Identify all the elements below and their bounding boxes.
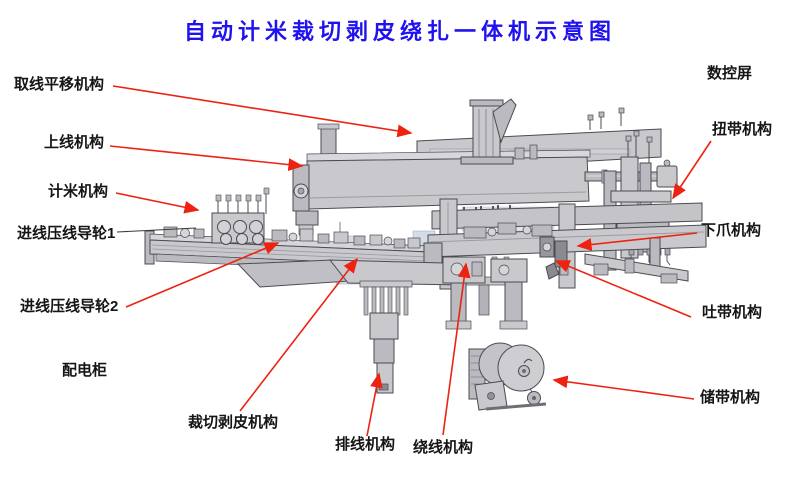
callout-arrow-quxianpingyi: [112, 85, 413, 138]
callout-arrow-shangxian: [109, 145, 304, 171]
callout-arrow-jimi: [115, 192, 200, 214]
machine-right-base: [584, 237, 689, 284]
label-jinxian-daolun-1: 进线压线导轮1: [17, 225, 116, 242]
label-paixian-jigou: 排线机构: [335, 436, 396, 453]
label-caiqie-baopi-jigou: 裁切剥皮机构: [188, 414, 279, 431]
machine-lower-claw: [539, 236, 569, 280]
machine-band-spool: [468, 342, 547, 411]
callout-arrow-chudai: [552, 375, 695, 400]
machine-winding-blocks: [442, 256, 528, 330]
label-xiazhua-jigou: 下爪机构: [701, 222, 762, 239]
label-raoxian-jigou: 绕线机构: [413, 439, 474, 456]
diagram-title: 自动计米裁切剥皮绕扎一体机示意图: [183, 19, 616, 44]
callout-arrow-raoxian: [442, 262, 471, 436]
callout-arrow-xiazhua: [576, 232, 698, 251]
label-chudai-jigou: 储带机构: [700, 389, 761, 406]
label-jimi-jigou: 计米机构: [48, 183, 109, 200]
label-jinxian-daolun-2: 进线压线导轮2: [20, 298, 119, 315]
callout-arrow-tudai: [554, 260, 692, 318]
label-niudai-jigou: 扭带机构: [712, 121, 773, 138]
callout-arrow-caiqiebaopi: [239, 257, 358, 412]
label-peidiangui: 配电柜: [62, 362, 108, 379]
pointer-line-jinxian1: [116, 227, 197, 233]
label-tudai-jigou: 吐带机构: [702, 304, 763, 321]
machine-main-beam: [292, 144, 591, 236]
label-shangxian-jigou: 上线机构: [44, 134, 105, 151]
label-shukongping: 数控屏: [707, 65, 753, 82]
callout-arrow-niudai: [672, 140, 712, 200]
label-quxian-pingyi-jigou: 取线平移机构: [14, 76, 105, 93]
machine-center-tower: [460, 98, 517, 165]
callout-arrow-jinxian2: [125, 242, 280, 308]
callout-arrow-paixian: [366, 372, 383, 437]
